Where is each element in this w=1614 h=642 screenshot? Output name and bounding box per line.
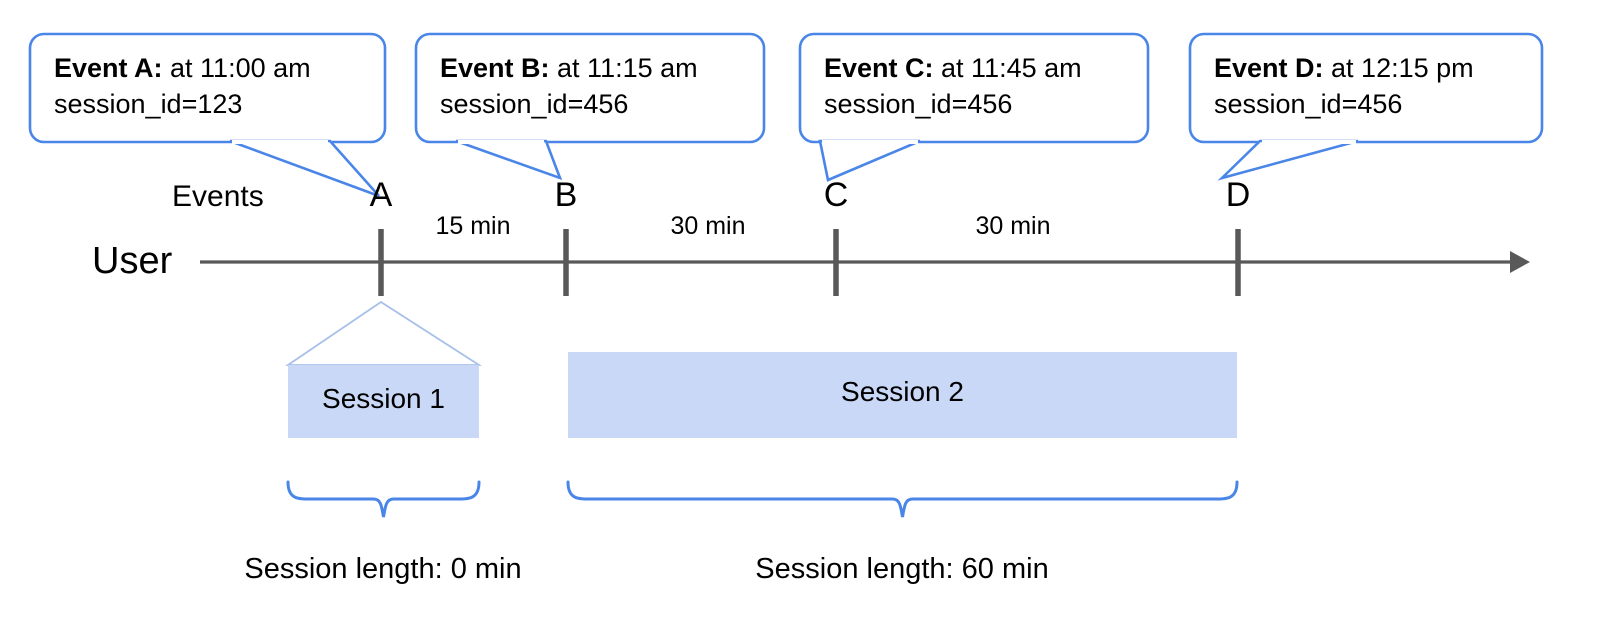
session-bar-label-1: Session 1 [322,382,445,414]
duration-label-a-b: 15 min [435,212,511,240]
callout-tail-event-d [1217,139,1359,181]
session-length-label-2: Session length: 60 min [755,553,1049,585]
session-bar-2[interactable] [568,352,1237,438]
callout-bubble-event-a[interactable] [28,32,387,144]
callout-bubble-event-b[interactable] [414,32,766,144]
event-marker-label-c: C [823,176,849,214]
lane-label-user: User [92,240,173,282]
duration-label-b-c: 30 min [670,212,746,240]
callout-tail-event-b [455,139,563,181]
timeline-arrow-icon [1510,251,1530,273]
duration-label-c-d: 30 min [975,212,1051,240]
session-funnel-1 [285,300,483,366]
event-marker-label-a: A [369,176,393,214]
session-brace-1 [286,480,481,518]
callout-bubble-event-d[interactable] [1188,32,1544,144]
session-brace-2 [566,480,1239,518]
callout-tail-event-c [818,139,921,182]
session-bar-1[interactable] [288,365,479,438]
event-marker-label-b: B [554,176,578,214]
lane-label-events: Events [172,180,264,213]
event-marker-label-d: D [1225,176,1251,214]
session-length-label-1: Session length: 0 min [244,553,522,585]
session-bar-label-2: Session 2 [841,376,964,407]
callout-bubble-event-c[interactable] [798,32,1150,144]
